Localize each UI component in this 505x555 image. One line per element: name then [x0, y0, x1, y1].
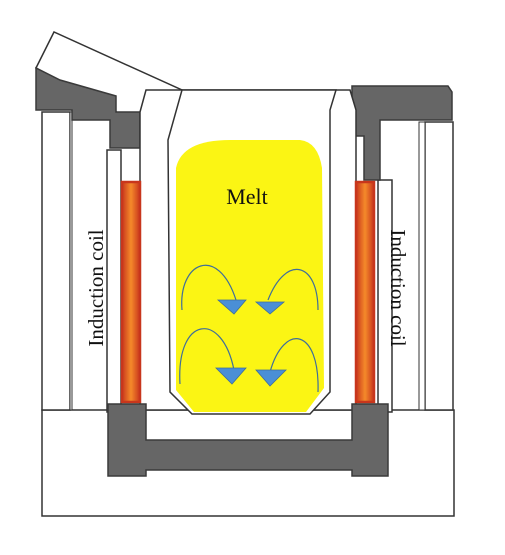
flow-arrow-top-right [254, 301, 286, 315]
flow-line-bottom-left [179, 328, 235, 385]
circulation-flow [179, 264, 319, 393]
coil-label-right: Induction coil [386, 229, 410, 346]
flow-arrow-bottom-left [215, 367, 247, 385]
melt-region [176, 140, 324, 412]
flow-line-top-left [181, 264, 237, 311]
flow-arrow-top-left [216, 299, 247, 315]
right-casing [377, 121, 454, 413]
left-top-refractory [35, 66, 141, 149]
left-casing [41, 111, 122, 413]
right-top-refractory [351, 85, 453, 181]
flow-arrow-bottom-right [255, 369, 287, 387]
melt-label: Melt [226, 184, 268, 209]
bottom-refractory [107, 403, 389, 477]
induction-coil-right [354, 180, 376, 404]
induction-coil-left [120, 180, 142, 404]
flow-line-bottom-right [269, 338, 319, 393]
coil-label-left: Induction coil [84, 229, 108, 346]
flow-line-top-right [267, 269, 319, 311]
